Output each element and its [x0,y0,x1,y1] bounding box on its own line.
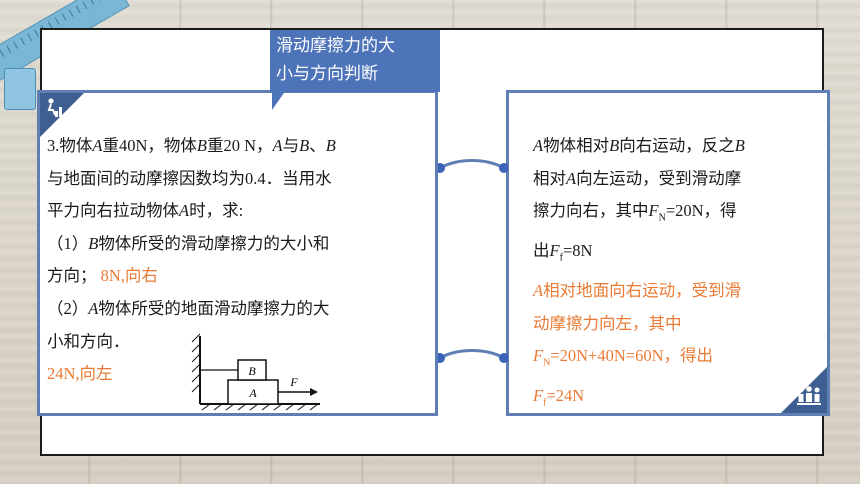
question-line-7: 小和方向． [47,331,130,351]
question-line-1: 3.物体A重40N，物体B重20 N，A与B、B [47,136,336,155]
solution-line-2: 相对A向左运动，受到滑动摩 [533,168,742,188]
answer-2: 24N,向左 [47,364,113,384]
clip-decoration [4,68,36,110]
solution-line-6: 动摩擦力向左，其中 [533,313,682,333]
solution-line-4: 出Ff=8N [533,241,593,264]
question-line-6: （2）A物体所受的地面滑动摩擦力的大 [47,298,330,318]
callout-line-1: 滑动摩擦力的大 [276,36,395,56]
question-line-2: 与地面间的动摩擦因数均为0.4．当用水 [47,168,332,188]
force-label: F [289,375,298,389]
callout-tail [272,90,300,110]
solution-line-5: A相对地面向右运动，受到滑 [533,280,742,300]
question-line-3: 平力向右拉动物体A时，求: [47,201,244,221]
block-b-label: B [248,364,256,378]
solution-line-7: FN=20N+40N=60N，得出 [533,346,713,369]
panel-connectors [438,159,508,363]
question-text: 3.物体A重40N，物体B重20 N，A与B、B 与地面间的动摩擦因数均为0.4… [47,130,432,391]
block-a-label: A [248,386,257,400]
answer-1: 8N,向右 [100,266,158,286]
blocks-diagram: B A F [191,333,320,411]
solution-panel [506,90,830,416]
solution-line-8: Ff=24N [533,386,585,409]
group-people-icon [797,386,821,405]
callout-line-2: 小与方向判断 [276,64,378,84]
solution-text: A物体相对B向右运动，反之B 相对A向左运动，受到滑动摩 擦力向右，其中FN=2… [533,130,818,420]
solution-line-3: 擦力向右，其中FN=20N，得 [533,201,737,224]
question-line-5: 方向； 8N,向右 [47,266,158,286]
question-line-4: （1）B物体所受的滑动摩擦力的大小和 [47,233,330,253]
person-climbing-icon [47,98,62,117]
topic-callout: 滑动摩擦力的大 小与方向判断 [270,30,440,92]
solution-line-1: A物体相对B向右运动，反之B [533,136,745,155]
